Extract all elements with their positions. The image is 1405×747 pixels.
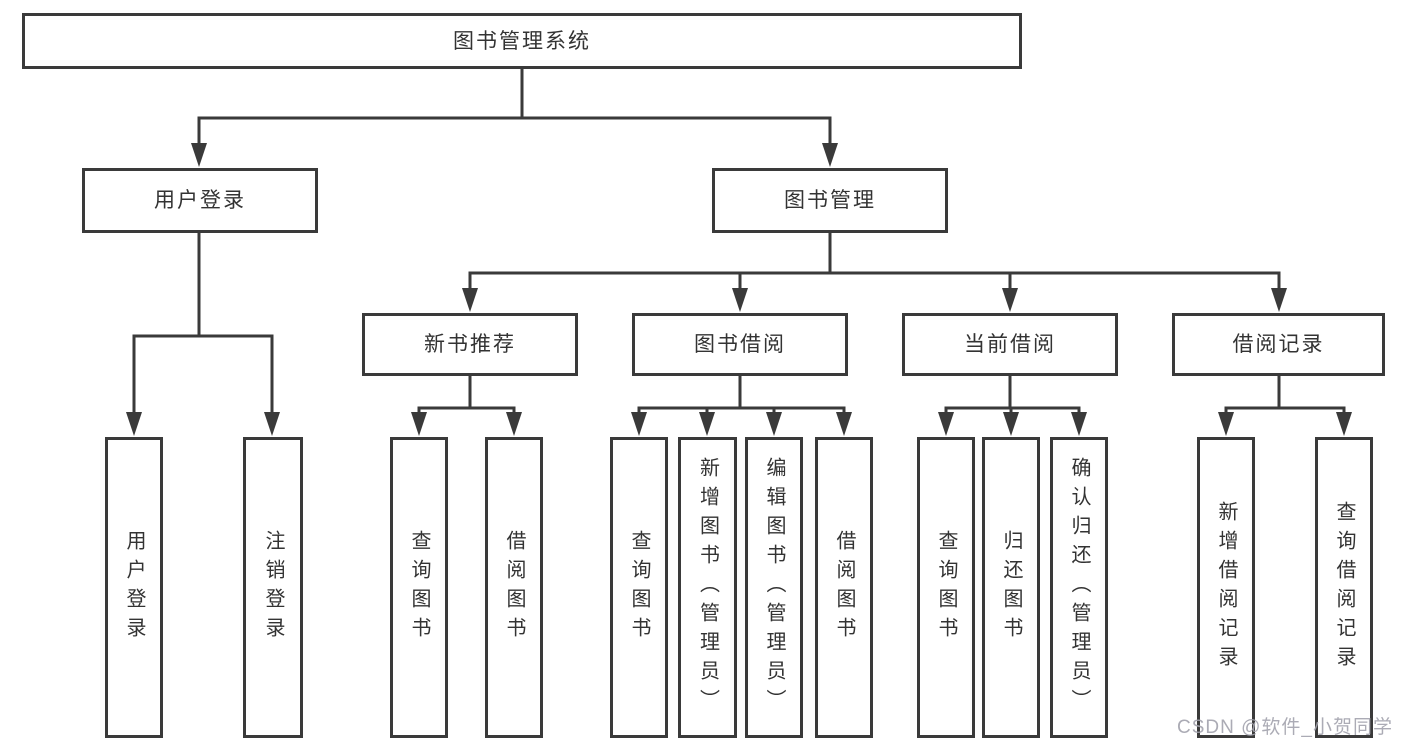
leaf-user-login: 用户登录 (105, 437, 163, 738)
leaf-query-books-recommend: 查询图书 (390, 437, 448, 738)
leaf-borrow-books: 借阅图书 (815, 437, 873, 738)
node-book-borrow: 图书借阅 (632, 313, 848, 376)
node-current-borrow: 当前借阅 (902, 313, 1118, 376)
node-borrow-records: 借阅记录 (1172, 313, 1385, 376)
leaf-add-books-admin: 新增图书（管理员） (678, 437, 737, 738)
node-book-management: 图书管理 (712, 168, 948, 233)
connector-book-borrow-to-leaves (637, 376, 846, 420)
leaf-query-books-current: 查询图书 (917, 437, 975, 738)
connector-user-login-to-leaves (132, 233, 274, 420)
leaf-return-books: 归还图书 (982, 437, 1040, 738)
leaf-edit-books-admin: 编辑图书（管理员） (745, 437, 803, 738)
leaf-query-books-borrow: 查询图书 (610, 437, 668, 738)
node-user-login: 用户登录 (82, 168, 318, 233)
leaf-confirm-return-admin: 确认归还（管理员） (1050, 437, 1108, 738)
connector-root-to-level2 (197, 69, 832, 150)
connector-book-mgmt-to-level3 (468, 233, 1281, 295)
csdn-watermark: CSDN @软件_小贺同学 (1177, 717, 1393, 738)
connector-new-books-to-leaves (417, 376, 516, 420)
connector-borrow-records-to-leaves (1224, 376, 1346, 420)
node-new-book-recommend: 新书推荐 (362, 313, 578, 376)
node-system: 图书管理系统 (22, 13, 1022, 69)
leaf-logout: 注销登录 (243, 437, 303, 738)
leaf-borrow-books-recommend: 借阅图书 (485, 437, 543, 738)
leaf-add-borrow-record: 新增借阅记录 (1197, 437, 1255, 738)
leaf-query-borrow-record: 查询借阅记录 (1315, 437, 1373, 738)
